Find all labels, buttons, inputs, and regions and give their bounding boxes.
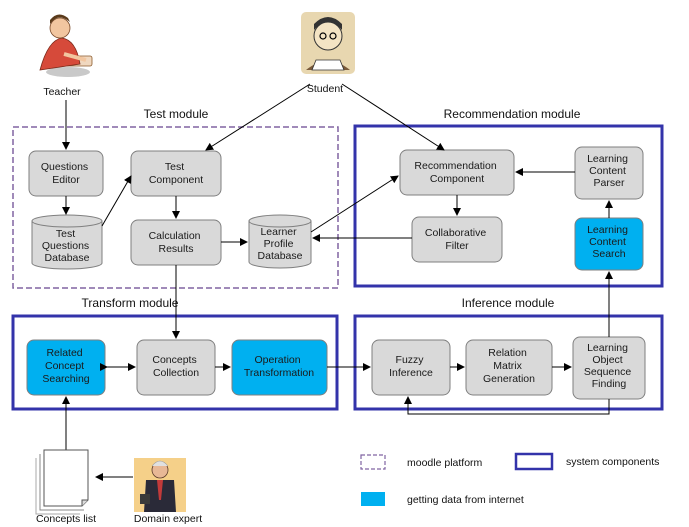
legend-system-swatch: [514, 452, 554, 471]
learner-profile-database: [248, 214, 312, 269]
legend-internet-swatch: [361, 492, 385, 506]
recommendation-module-title: Recommendation module: [444, 107, 581, 121]
student-label: Student: [307, 83, 343, 95]
student-icon: [301, 12, 355, 74]
concepts-collection-label: Concepts Collection: [152, 354, 199, 379]
legend: moodle platform system components gettin…: [360, 452, 659, 506]
concepts-list-label: Concepts list: [36, 513, 96, 525]
test-component-label: Test Component: [149, 161, 203, 186]
legend-internet-label: getting data from internet: [407, 494, 524, 506]
transform-module-title: Transform module: [82, 296, 179, 310]
document-icon: [35, 449, 89, 515]
relation-matrix-generation-label: Relation Matrix Generation: [483, 347, 535, 385]
operation-transformation-label: Operation Transformation: [244, 354, 314, 379]
collaborative-filter-box: [411, 216, 503, 263]
transform-module-frame: [11, 314, 339, 411]
legend-moodle-label: moodle platform: [407, 457, 483, 469]
collaborative-filter-label: Collaborative Filter: [425, 227, 489, 252]
inference-module-title: Inference module: [462, 296, 555, 310]
recommendation-component-label: Recommendation Component: [414, 160, 499, 185]
legend-moodle-swatch: [360, 454, 386, 470]
learner-profile-database-label: Learner Profile Database: [258, 226, 303, 262]
learning-content-parser-box: [574, 146, 644, 200]
learning-content-search-label: Learning Content Search: [587, 224, 631, 260]
domain-expert-label: Domain expert: [134, 513, 202, 525]
teacher-icon: [39, 14, 93, 77]
domain-expert-icon: [134, 458, 186, 512]
learning-content-parser-label: Learning Content Parser: [587, 153, 631, 189]
fuzzy-inference-label: Fuzzy Inference: [389, 354, 433, 379]
calculation-results-label: Calculation Results: [149, 230, 204, 255]
test-questions-database: [31, 214, 103, 270]
inference-module-frame: [353, 314, 664, 411]
test-questions-database-label: Test Questions Database: [42, 228, 92, 264]
test-module-title: Test module: [144, 107, 209, 121]
teacher-label: Teacher: [43, 86, 81, 98]
legend-system-label: system components: [566, 456, 659, 468]
connectors: [62, 83, 613, 481]
recommendation-module-frame: [353, 124, 664, 288]
related-concept-searching-label: Related Concept Searching: [42, 347, 89, 385]
learning-object-sequence-finding-label: Learning Object Sequence Finding: [584, 342, 634, 390]
questions-editor-label: Questions Editor: [41, 161, 91, 186]
